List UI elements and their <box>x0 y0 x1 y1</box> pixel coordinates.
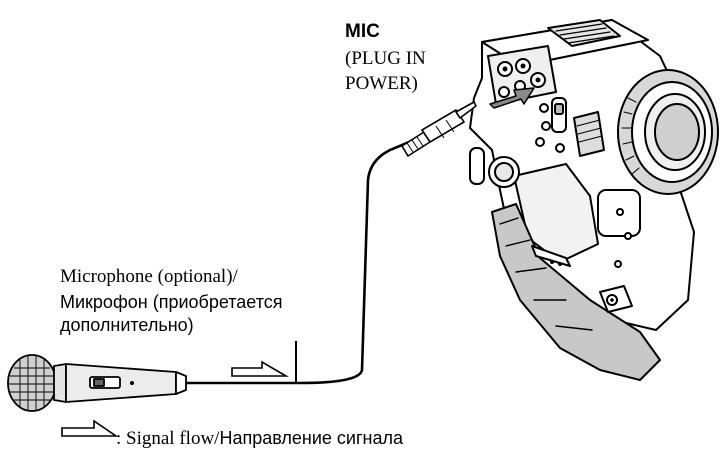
microphone-cable <box>180 138 415 385</box>
legend-russian: Направление сигнала <box>219 428 403 448</box>
mic-jack-subtitle-line2: POWER) <box>345 73 418 94</box>
microphone-illustration-icon <box>7 354 187 412</box>
microphone-body <box>65 363 177 403</box>
jack-arrow-icon <box>489 87 535 109</box>
legend-prefix: : Signal flow/ <box>116 428 220 449</box>
cable-line <box>180 138 415 385</box>
camcorder-lens-glass <box>654 103 700 161</box>
legend-arrow-icon <box>61 419 119 437</box>
camcorder-illustration-icon <box>469 19 719 381</box>
signal-flow-legend: : Signal flow/Направление сигнала <box>116 426 403 451</box>
microphone-label-ru-line2: дополнительно) <box>60 315 194 335</box>
signal-flow-arrow-icon <box>231 360 289 377</box>
microphone-label-ru: Микрофон (приобретается дополнительно) <box>60 291 283 337</box>
camcorder-viewfinder <box>547 19 621 47</box>
mic-jack-title: MIC <box>345 21 380 42</box>
microphone-grille <box>7 354 57 412</box>
mic-jack-subtitle-line1: (PLUG IN <box>345 48 426 69</box>
mic-jack-subtitle: (PLUG IN POWER) <box>345 46 426 96</box>
plug-icon <box>401 101 477 157</box>
microphone-label-en: Microphone (optional)/ <box>60 266 238 287</box>
camcorder-dial <box>573 111 605 157</box>
microphone-label-ru-line1: Микрофон (приобретается <box>60 292 283 312</box>
